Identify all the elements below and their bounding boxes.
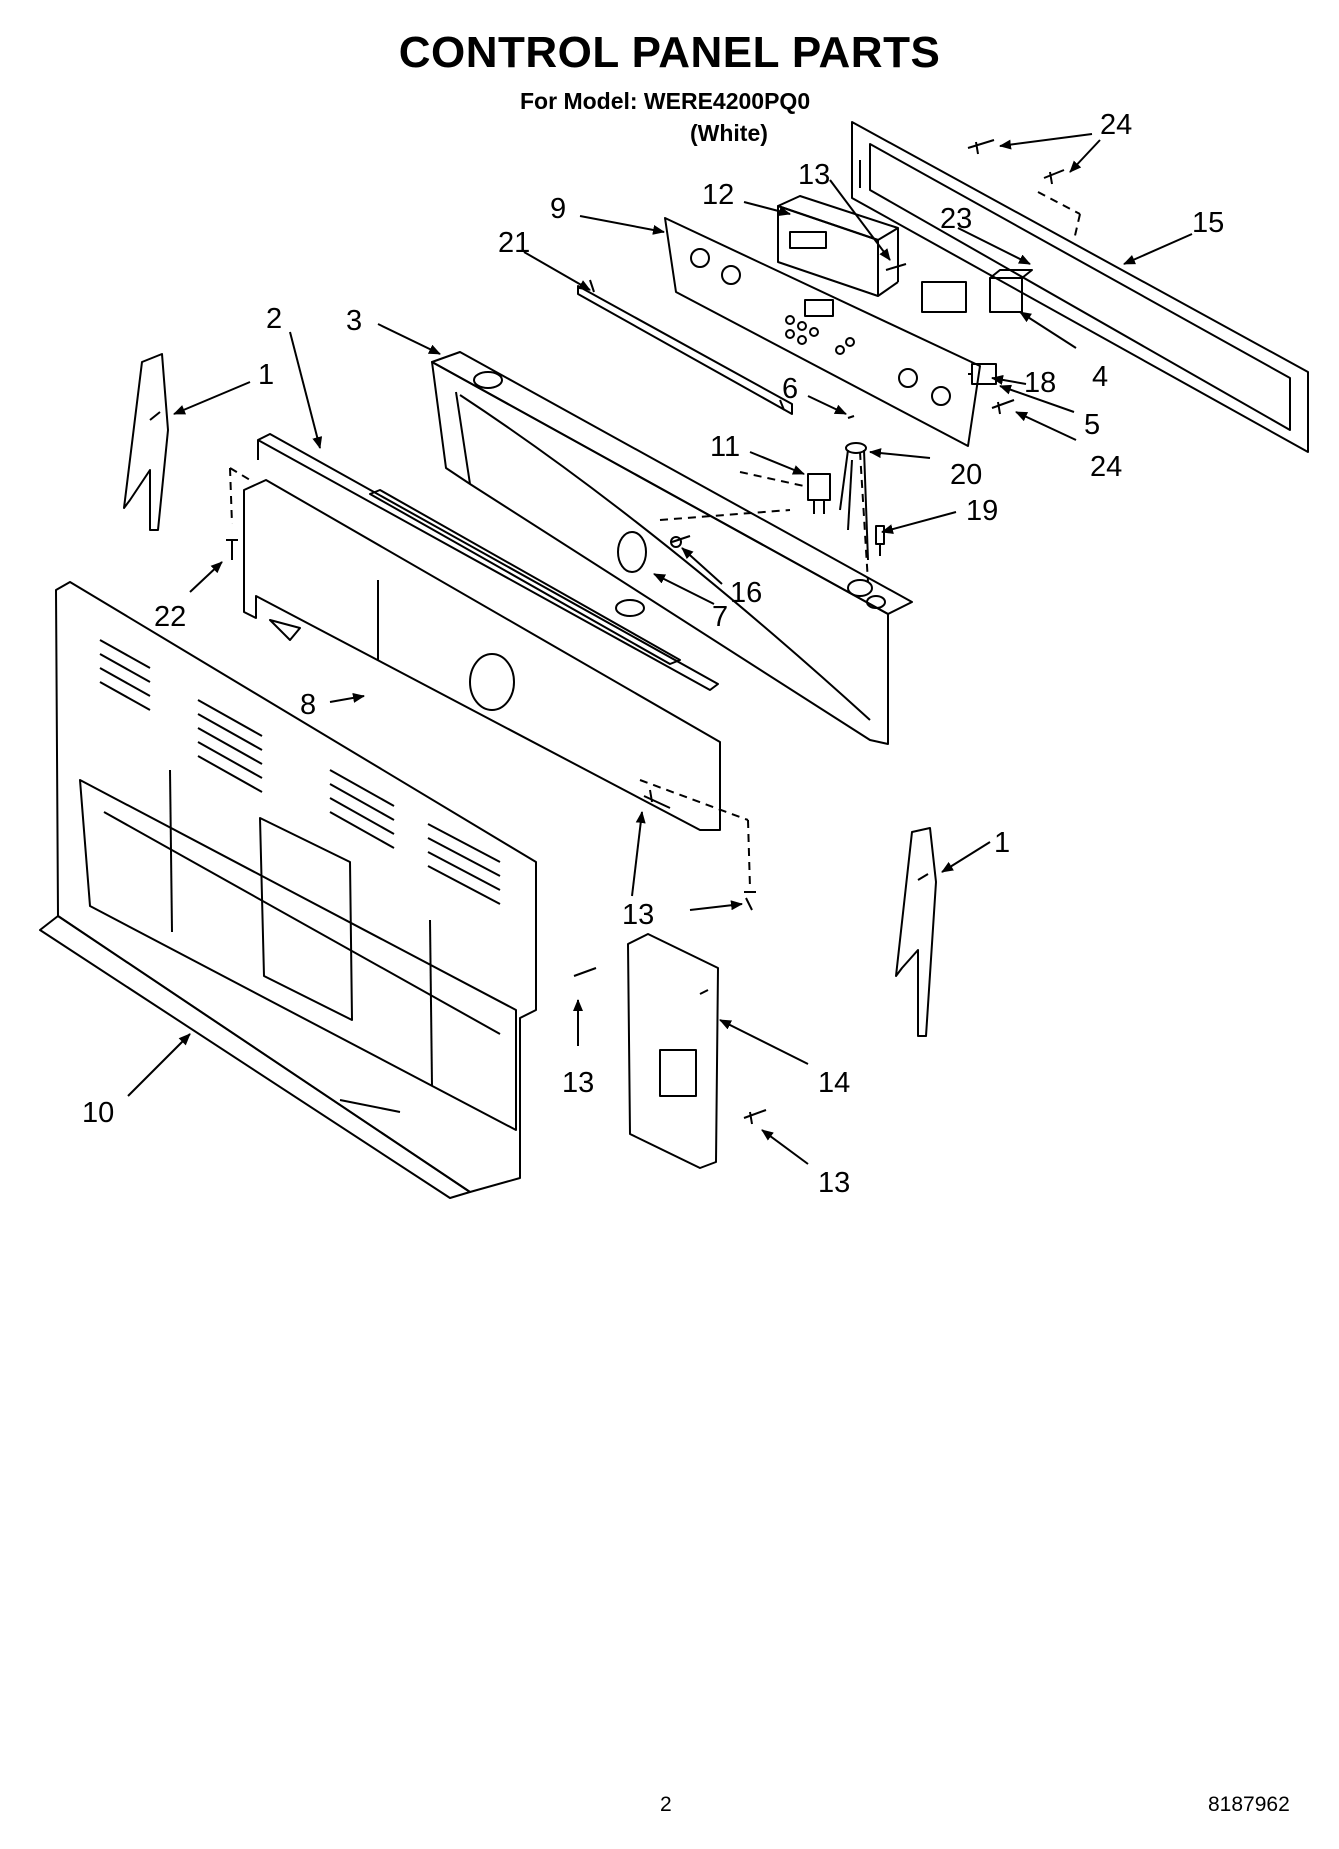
callout-5: 5 — [1084, 409, 1100, 441]
part-3-control-panel — [431, 351, 913, 745]
callout-10: 10 — [82, 1097, 114, 1129]
page-title: CONTROL PANEL PARTS — [398, 28, 941, 77]
callout-24: 24 — [1100, 109, 1132, 141]
callout-13: 13 — [818, 1167, 850, 1199]
callout-13: 13 — [798, 159, 830, 191]
callout-labels: 24 13 12 9 23 15 21 2 3 1 6 18 4 5 24 11… — [82, 109, 1224, 1199]
variant-label: (White) — [690, 120, 768, 146]
callout-6: 6 — [782, 373, 798, 405]
callout-1: 1 — [994, 827, 1010, 859]
callout-3: 3 — [346, 305, 362, 337]
part-11-relay — [807, 473, 831, 514]
part-1-end-cap-left — [123, 353, 169, 531]
assembly-guides — [229, 191, 1081, 889]
callout-12: 12 — [702, 179, 734, 211]
callout-22: 22 — [154, 601, 186, 633]
part-21-bracket-strip — [577, 279, 793, 415]
leader-lines — [127, 133, 1193, 1165]
callout-21: 21 — [498, 227, 530, 259]
callout-23: 23 — [940, 203, 972, 235]
callout-13: 13 — [622, 899, 654, 931]
part-7-knob — [615, 531, 647, 617]
part-14-bracket-plate — [627, 933, 719, 1169]
callout-18: 18 — [1024, 367, 1056, 399]
part-10-rear-panel — [39, 581, 537, 1199]
part-1-end-cap-right — [895, 827, 937, 1037]
callout-13: 13 — [562, 1067, 594, 1099]
part-19-terminal — [875, 525, 885, 556]
part-15-rear-trim — [851, 121, 1309, 453]
page-number: 2 — [660, 1793, 672, 1816]
callout-19: 19 — [966, 495, 998, 527]
callout-7: 7 — [712, 601, 728, 633]
document-number: 8187962 — [1208, 1793, 1290, 1816]
part-20-sensor — [839, 442, 869, 561]
callout-2: 2 — [266, 303, 282, 335]
part-2-8-bracket — [243, 433, 721, 831]
part-12-control-module — [777, 195, 899, 297]
part-9-console-panel — [664, 217, 981, 447]
callout-1: 1 — [258, 359, 274, 391]
screws — [226, 139, 1065, 1125]
model-line: For Model: WERE4200PQ0 — [520, 88, 811, 114]
part-16-screw — [670, 535, 691, 548]
callout-9: 9 — [550, 193, 566, 225]
callout-16: 16 — [730, 577, 762, 609]
part-5-component — [968, 363, 997, 385]
callout-8: 8 — [300, 689, 316, 721]
callout-20: 20 — [950, 459, 982, 491]
callout-4: 4 — [1092, 361, 1108, 393]
callout-24: 24 — [1090, 451, 1122, 483]
part-4-switch — [989, 269, 1033, 313]
part-18-display-window — [921, 281, 967, 313]
callout-15: 15 — [1192, 207, 1224, 239]
callout-14: 14 — [818, 1067, 850, 1099]
part-10-louvers — [99, 639, 501, 905]
callout-11: 11 — [710, 431, 740, 463]
